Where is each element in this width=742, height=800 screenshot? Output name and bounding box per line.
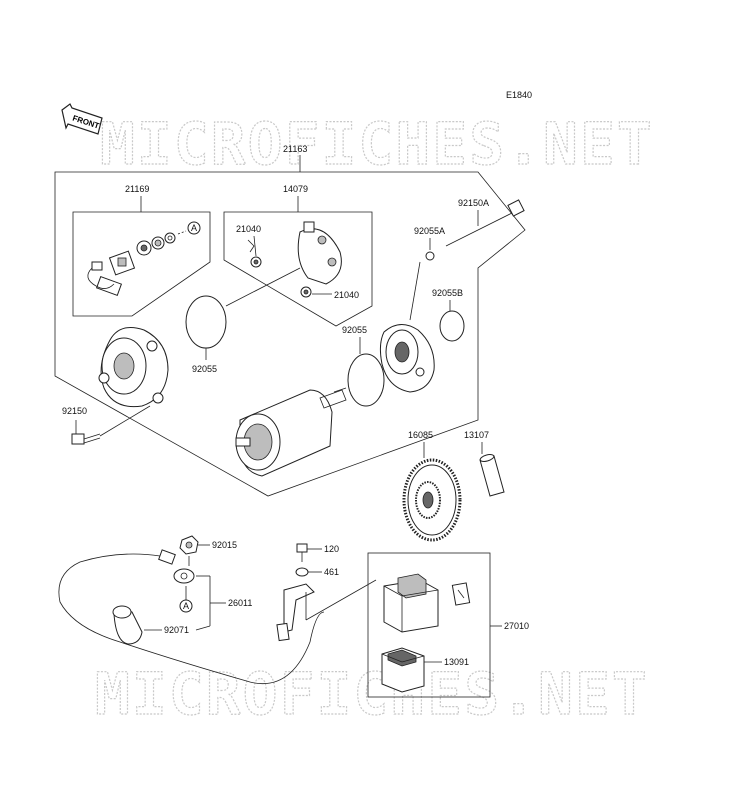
part-13107: 13107 [464,430,489,440]
washer-461-icon [295,567,309,577]
part-13091: 13091 [444,657,469,667]
brush-holder-icon [247,221,342,298]
part-16085: 16085 [408,430,433,440]
brush-holder-box [223,211,373,327]
part-92055-mid: 92055 [342,325,367,335]
washer-92055a-icon [425,251,435,261]
front-arrow-icon: FRONT [61,103,103,135]
bolt-92150-icon [71,433,101,445]
part-21163: 21163 [283,144,307,154]
motor-body-icon [235,387,347,477]
relay-box [367,552,491,698]
part-92055a: 92055A [414,226,445,236]
ref-marker-a-bottom-label: A [183,601,189,611]
part-92071: 92071 [164,625,189,635]
brush-kit-box [72,211,211,317]
part-92055b: 92055B [432,288,463,298]
part-21169: 21169 [125,184,149,194]
bolt-120-icon [296,543,308,562]
cable-icon [58,549,325,684]
fuse-icon [451,582,471,606]
part-461: 461 [324,567,339,577]
starter-assembly-outline [54,171,526,497]
oring-92055b-icon [439,310,465,342]
watermark-top: MICROFICHES.NET [100,110,654,178]
part-92055-left: 92055 [192,364,217,374]
brush-kit-parts-icon [87,230,187,297]
relay-cover-icon [381,647,425,693]
part-14079: 14079 [283,184,308,194]
part-26011: 26011 [228,598,252,608]
cap-icon [112,605,143,645]
terminal-bracket-icon [276,583,315,642]
oring-left-icon [185,295,227,349]
end-cover-right-icon [379,324,435,393]
part-92150: 92150 [62,406,87,416]
ref-marker-a-top [187,221,201,235]
oring-mid-icon [347,353,385,407]
relay-icon [383,573,439,633]
watermark-bottom: MICROFICHES.NET [95,660,649,728]
part-92150a: 92150A [458,198,489,208]
part-27010: 27010 [504,621,529,631]
end-cover-left-icon [98,327,169,408]
part-21040-upper: 21040 [236,224,261,234]
bolt-92150a-icon [445,199,525,247]
nut-icon [179,535,199,555]
gear-icon [402,458,462,542]
shaft-icon [479,454,505,497]
ref-marker-a-top-label: A [191,223,197,233]
part-92015: 92015 [212,540,237,550]
part-21040-lower: 21040 [334,290,359,300]
part-120: 120 [324,544,339,554]
diagram-code: E1840 [506,90,532,100]
